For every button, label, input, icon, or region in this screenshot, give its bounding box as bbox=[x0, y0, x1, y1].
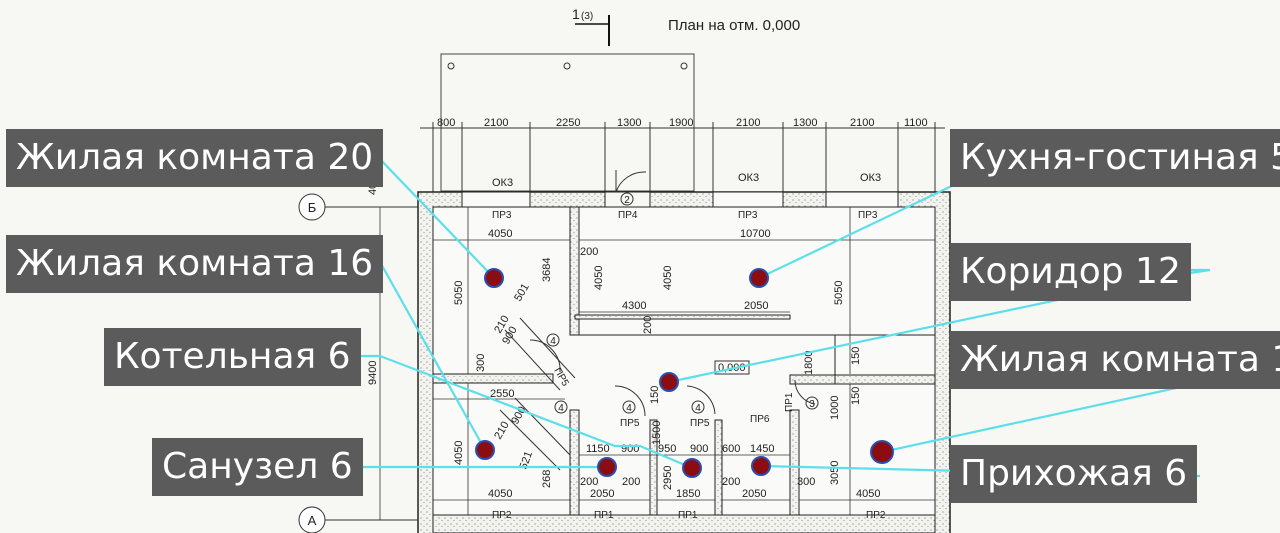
dim-inner-0: 4050 bbox=[488, 228, 512, 240]
window-mark-2: ОК3 bbox=[860, 172, 881, 184]
dim-inner-24: 200 bbox=[722, 476, 740, 488]
dim-inner-13: 4050 bbox=[453, 441, 465, 465]
partition-mark-8: ПР1 bbox=[784, 392, 795, 412]
room-label-living-16-right: Жилая комната 16 bbox=[950, 331, 1280, 389]
dim-top-2: 2250 bbox=[556, 117, 580, 129]
room-label-living-20: Жилая комната 20 bbox=[6, 129, 384, 187]
room-label-hallway: Прихожая 6 bbox=[950, 445, 1198, 503]
room-marker-corridor bbox=[659, 372, 679, 392]
dim-inner-4: 4050 bbox=[662, 266, 674, 290]
dim-inner-14: 1150 bbox=[586, 443, 610, 455]
dim-inner-21: 2050 bbox=[590, 488, 614, 500]
dim-inner-5: 5050 bbox=[833, 281, 845, 305]
dim-top-1: 2100 bbox=[484, 117, 508, 129]
room-marker-kitchen bbox=[749, 268, 769, 288]
room-label-bathroom: Санузел 6 bbox=[152, 438, 363, 496]
dim-inner-25: 2050 bbox=[742, 488, 766, 500]
door-number-1: 4 bbox=[550, 336, 556, 347]
dim-inner-26: 300 bbox=[797, 476, 815, 488]
partition-mark-5: ПР5 bbox=[690, 418, 710, 429]
partition-mark-10: ПР1 bbox=[594, 510, 614, 521]
dim-inner-11: 300 bbox=[475, 354, 487, 372]
partition-mark-9: ПР2 bbox=[492, 510, 512, 521]
window-mark-0: ОК3 bbox=[492, 177, 513, 189]
door-number-5: 3 bbox=[809, 399, 815, 410]
dim-inner-30: 9400 bbox=[367, 361, 379, 385]
dim-top-3: 1300 bbox=[617, 117, 641, 129]
room-marker-living-16-right bbox=[870, 440, 894, 464]
dim-inner-23: 1850 bbox=[676, 488, 700, 500]
axis-label-a: А bbox=[308, 513, 317, 528]
axis-bubble-a bbox=[298, 506, 326, 533]
room-marker-living-20 bbox=[484, 268, 504, 288]
dim-top-6: 1300 bbox=[793, 117, 817, 129]
room-marker-living-16-left bbox=[475, 440, 495, 460]
axis-label-b: Б bbox=[308, 200, 317, 215]
dim-inner-22: 200 bbox=[622, 476, 640, 488]
partition-mark-7: ПР6 bbox=[750, 414, 770, 425]
dim-inner-18: 600 bbox=[722, 443, 740, 455]
partition-mark-2: ПР3 bbox=[738, 210, 758, 221]
partition-mark-3: ПР3 bbox=[858, 210, 878, 221]
dim-inner-9: 200 bbox=[642, 316, 654, 334]
dim-inner-27: 3050 bbox=[829, 461, 841, 485]
partition-mark-0: ПР3 bbox=[492, 210, 512, 221]
dim-inner-6: 3684 bbox=[541, 258, 553, 282]
dim-inner-37: 150 bbox=[649, 386, 661, 404]
dim-inner-42: 2950 bbox=[662, 466, 674, 490]
window-mark-1: ОК3 bbox=[738, 172, 759, 184]
dim-inner-20: 200 bbox=[580, 476, 598, 488]
dim-inner-7: 4300 bbox=[622, 300, 646, 312]
dim-inner-16: 950 bbox=[658, 443, 676, 455]
dim-inner-8: 2050 bbox=[744, 300, 768, 312]
axis-bubble-b bbox=[298, 193, 326, 221]
section-mark-sub: (3) bbox=[581, 11, 593, 22]
room-marker-boiler bbox=[682, 458, 702, 478]
dim-inner-28: 4050 bbox=[488, 488, 512, 500]
plan-title: План на отм. 0,000 bbox=[668, 17, 801, 34]
partition-mark-12: ПР2 bbox=[866, 510, 886, 521]
door-number-3: 4 bbox=[695, 403, 701, 414]
dim-top-8: 1100 bbox=[904, 117, 928, 129]
dim-inner-17: 900 bbox=[690, 443, 708, 455]
dim-inner-29: 4050 bbox=[856, 488, 880, 500]
dim-inner-41: 150 bbox=[850, 387, 862, 405]
dim-inner-12: 2550 bbox=[490, 388, 514, 400]
room-label-kitchen: Кухня-гостиная 50 bbox=[950, 129, 1280, 187]
partition-mark-4: ПР5 bbox=[620, 418, 640, 429]
dim-top-7: 2100 bbox=[850, 117, 874, 129]
dim-inner-2: 200 bbox=[580, 246, 598, 258]
room-label-living-16-left: Жилая комната 16 bbox=[6, 235, 384, 293]
dim-inner-38: 1000 bbox=[829, 396, 841, 420]
room-label-boiler: Котельная 6 bbox=[104, 328, 361, 386]
dim-inner-1: 10700 bbox=[740, 228, 771, 240]
dim-inner-10: 5050 bbox=[453, 281, 465, 305]
door-number-0: 2 bbox=[624, 195, 630, 206]
dim-inner-44: 268 bbox=[541, 470, 553, 488]
dim-inner-39: 150 bbox=[850, 347, 862, 365]
dim-top-5: 2100 bbox=[736, 117, 760, 129]
room-marker-bathroom bbox=[597, 457, 617, 477]
dim-inner-15: 900 bbox=[621, 443, 639, 455]
room-label-corridor: Коридор 12 bbox=[950, 243, 1191, 301]
dim-inner-40: 1800 bbox=[803, 351, 815, 375]
room-marker-hallway bbox=[751, 456, 771, 476]
dim-top-0: 800 bbox=[437, 117, 455, 129]
dim-inner-43: 1500 bbox=[651, 421, 663, 445]
section-mark: 1 bbox=[572, 6, 580, 22]
room-markers bbox=[475, 268, 894, 478]
door-number-2: 4 bbox=[626, 403, 632, 414]
dim-inner-19: 1450 bbox=[750, 443, 774, 455]
dim-top-4: 1900 bbox=[669, 117, 693, 129]
dim-inner-45: 521 bbox=[518, 450, 536, 471]
door-number-4: 4 bbox=[558, 403, 564, 414]
partition-mark-1: ПР4 bbox=[618, 210, 638, 221]
dim-inner-3: 4050 bbox=[593, 266, 605, 290]
partition-mark-11: ПР1 bbox=[678, 510, 698, 521]
